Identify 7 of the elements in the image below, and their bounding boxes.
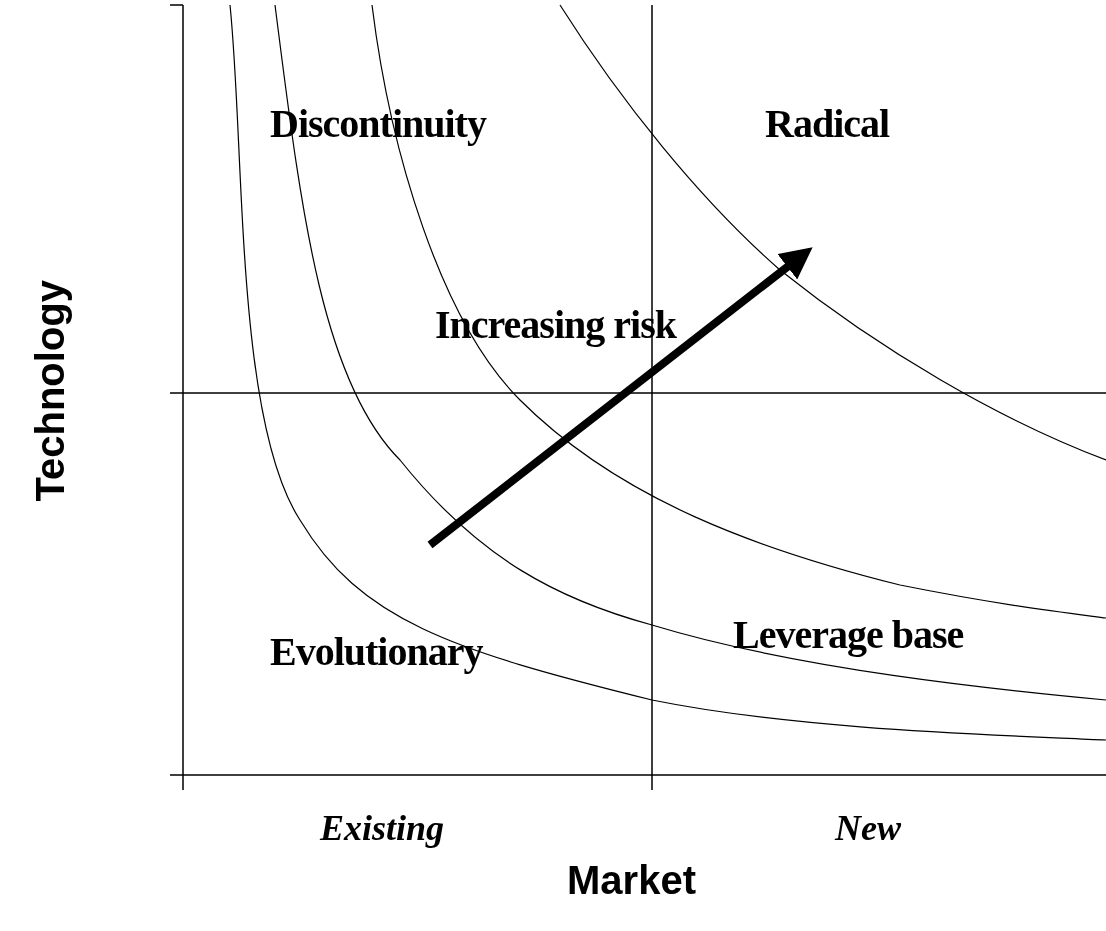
axis-title: Market	[567, 860, 696, 900]
quadrant-label: Radical	[765, 104, 890, 144]
axis-tick-label: New	[835, 810, 901, 846]
axis-tick-label: Existing	[320, 810, 445, 846]
quadrant-label: Leverage base	[733, 615, 964, 655]
axis-title: Technology	[30, 279, 70, 501]
quadrant-label: Evolutionary	[270, 632, 483, 672]
